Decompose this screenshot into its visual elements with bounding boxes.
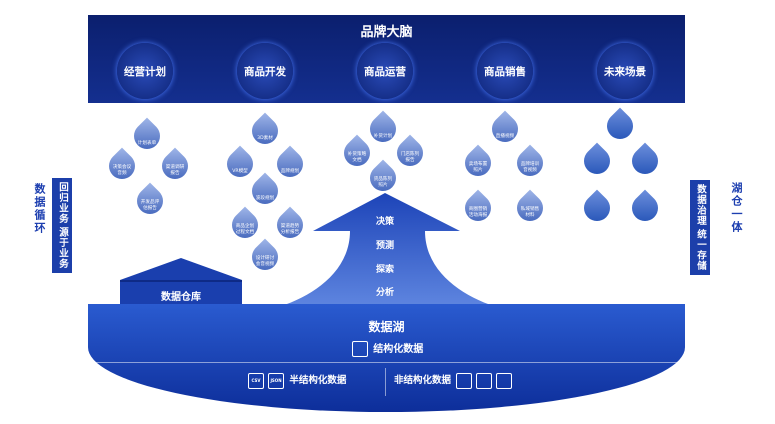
droplet: 设计研讨会音视频 (246, 236, 284, 276)
droplet: 波段规划 (246, 170, 284, 210)
data-cycle-label: 数据循环 (33, 183, 46, 235)
droplet-label: 卖场布置照片 (468, 162, 488, 173)
node-product-dev: 商品开发 (237, 43, 293, 99)
droplet: 卖场布置照片 (459, 142, 497, 182)
droplet-label: 3D素材 (257, 135, 273, 141)
right-box-text-2: 统一存储 (695, 229, 706, 271)
structured-label: 结构化数据 (373, 344, 424, 355)
droplet: 货品陈列照片 (364, 157, 402, 197)
droplet-label: 计划表单 (137, 140, 157, 146)
droplet-label: 私域销售材料 (520, 207, 540, 218)
droplet: 计划表单 (128, 115, 166, 155)
left-box-text-2: 源于业务 (57, 227, 68, 269)
audio-file-icon (496, 372, 513, 389)
droplet-label: 货品陈列照片 (373, 177, 393, 188)
droplet-label: 品牌规划 (280, 168, 300, 174)
droplet-shape (578, 142, 616, 180)
droplet-label: 直播视频 (495, 133, 515, 139)
droplet: 开发品评估报告 (131, 180, 169, 220)
droplet (601, 105, 639, 145)
unstructured-data: 非结构化数据 (394, 372, 514, 389)
table-icon (351, 341, 368, 357)
json-file-icon: JSON (268, 372, 284, 389)
insight-arrow (275, 193, 500, 308)
droplet: 商品企划过程文档 (226, 204, 264, 244)
droplet: 私域销售材料 (511, 187, 549, 227)
droplet-shape (601, 107, 639, 145)
left-box: 回归业务 源于业务 (52, 178, 72, 273)
lakehouse-label: 湖仓一体 (730, 182, 743, 234)
droplet: 补货策略文档 (338, 132, 376, 172)
right-box: 数据治理 统一存储 (690, 180, 710, 275)
print-icon (476, 372, 493, 389)
droplet: 补货计划 (364, 108, 402, 148)
droplet-label: 商圈营销活动海报 (468, 207, 488, 218)
droplet-shape (626, 142, 664, 180)
left-box-text-1: 回归业务 (57, 182, 68, 224)
droplet: 决策会议音频 (103, 145, 141, 185)
arrow-predict: 预测 (375, 241, 394, 251)
droplet: 品牌培训音视频 (511, 142, 549, 182)
droplet-label: 开发品评估报告 (140, 200, 160, 211)
droplet-label: 补货策略文档 (347, 152, 367, 163)
droplet-shape (626, 189, 664, 227)
semi-label: 半结构化数据 (289, 375, 347, 386)
droplet-label: 商品企划过程文档 (235, 224, 255, 235)
divider (88, 362, 685, 363)
structured-data: 结构化数据 (88, 340, 685, 357)
droplet: 品牌规划 (271, 143, 309, 183)
node-product-ops: 商品运营 (357, 43, 413, 99)
brand-brain-banner: 品牌大脑 经营计划 商品开发 商品运营 商品销售 未来场景 (88, 15, 685, 103)
droplet: 3D素材 (246, 110, 284, 150)
droplet (578, 140, 616, 180)
droplet (626, 140, 664, 180)
node-product-sales: 商品销售 (477, 43, 533, 99)
droplet-label: 渠道调研报告 (165, 165, 185, 176)
arrow-decision: 决策 (375, 217, 394, 227)
droplet-label: 品牌培训音视频 (520, 162, 540, 173)
node-future-scenes: 未来场景 (597, 43, 653, 99)
droplet-label: 门店陈列报告 (400, 152, 420, 163)
droplet-label: 渠道趋势分析报告 (280, 224, 300, 235)
warehouse-shape (120, 258, 242, 310)
droplet-label: 决策会议音频 (112, 165, 132, 176)
node-business-plan: 经营计划 (117, 43, 173, 99)
banner-title: 品牌大脑 (360, 25, 413, 40)
warehouse-label: 数据仓库 (161, 292, 201, 303)
droplet-label: 设计研讨会音视频 (255, 256, 275, 267)
droplet: 渠道调研报告 (156, 145, 194, 185)
droplet-label: 波段规划 (255, 195, 275, 201)
droplet: VR模型 (221, 143, 259, 183)
lake-title: 数据湖 (368, 320, 405, 334)
droplet (626, 187, 664, 227)
droplet: 门店陈列报告 (391, 132, 429, 172)
droplet (578, 187, 616, 227)
csv-file-icon: CSV (248, 372, 264, 389)
droplet: 渠道趋势分析报告 (271, 204, 309, 244)
droplet: 直播视频 (486, 108, 524, 148)
arrow-analyze: 分析 (375, 288, 394, 298)
arrow-explore: 探索 (375, 265, 394, 275)
unstructured-label: 非结构化数据 (394, 375, 452, 386)
droplet-label: 补货计划 (373, 133, 393, 139)
droplet-label: VR模型 (232, 168, 248, 174)
edit-doc-icon (456, 372, 473, 389)
droplet-shape (578, 189, 616, 227)
divider (385, 368, 386, 396)
droplet: 商圈营销活动海报 (459, 187, 497, 227)
right-box-text-1: 数据治理 (695, 184, 706, 226)
